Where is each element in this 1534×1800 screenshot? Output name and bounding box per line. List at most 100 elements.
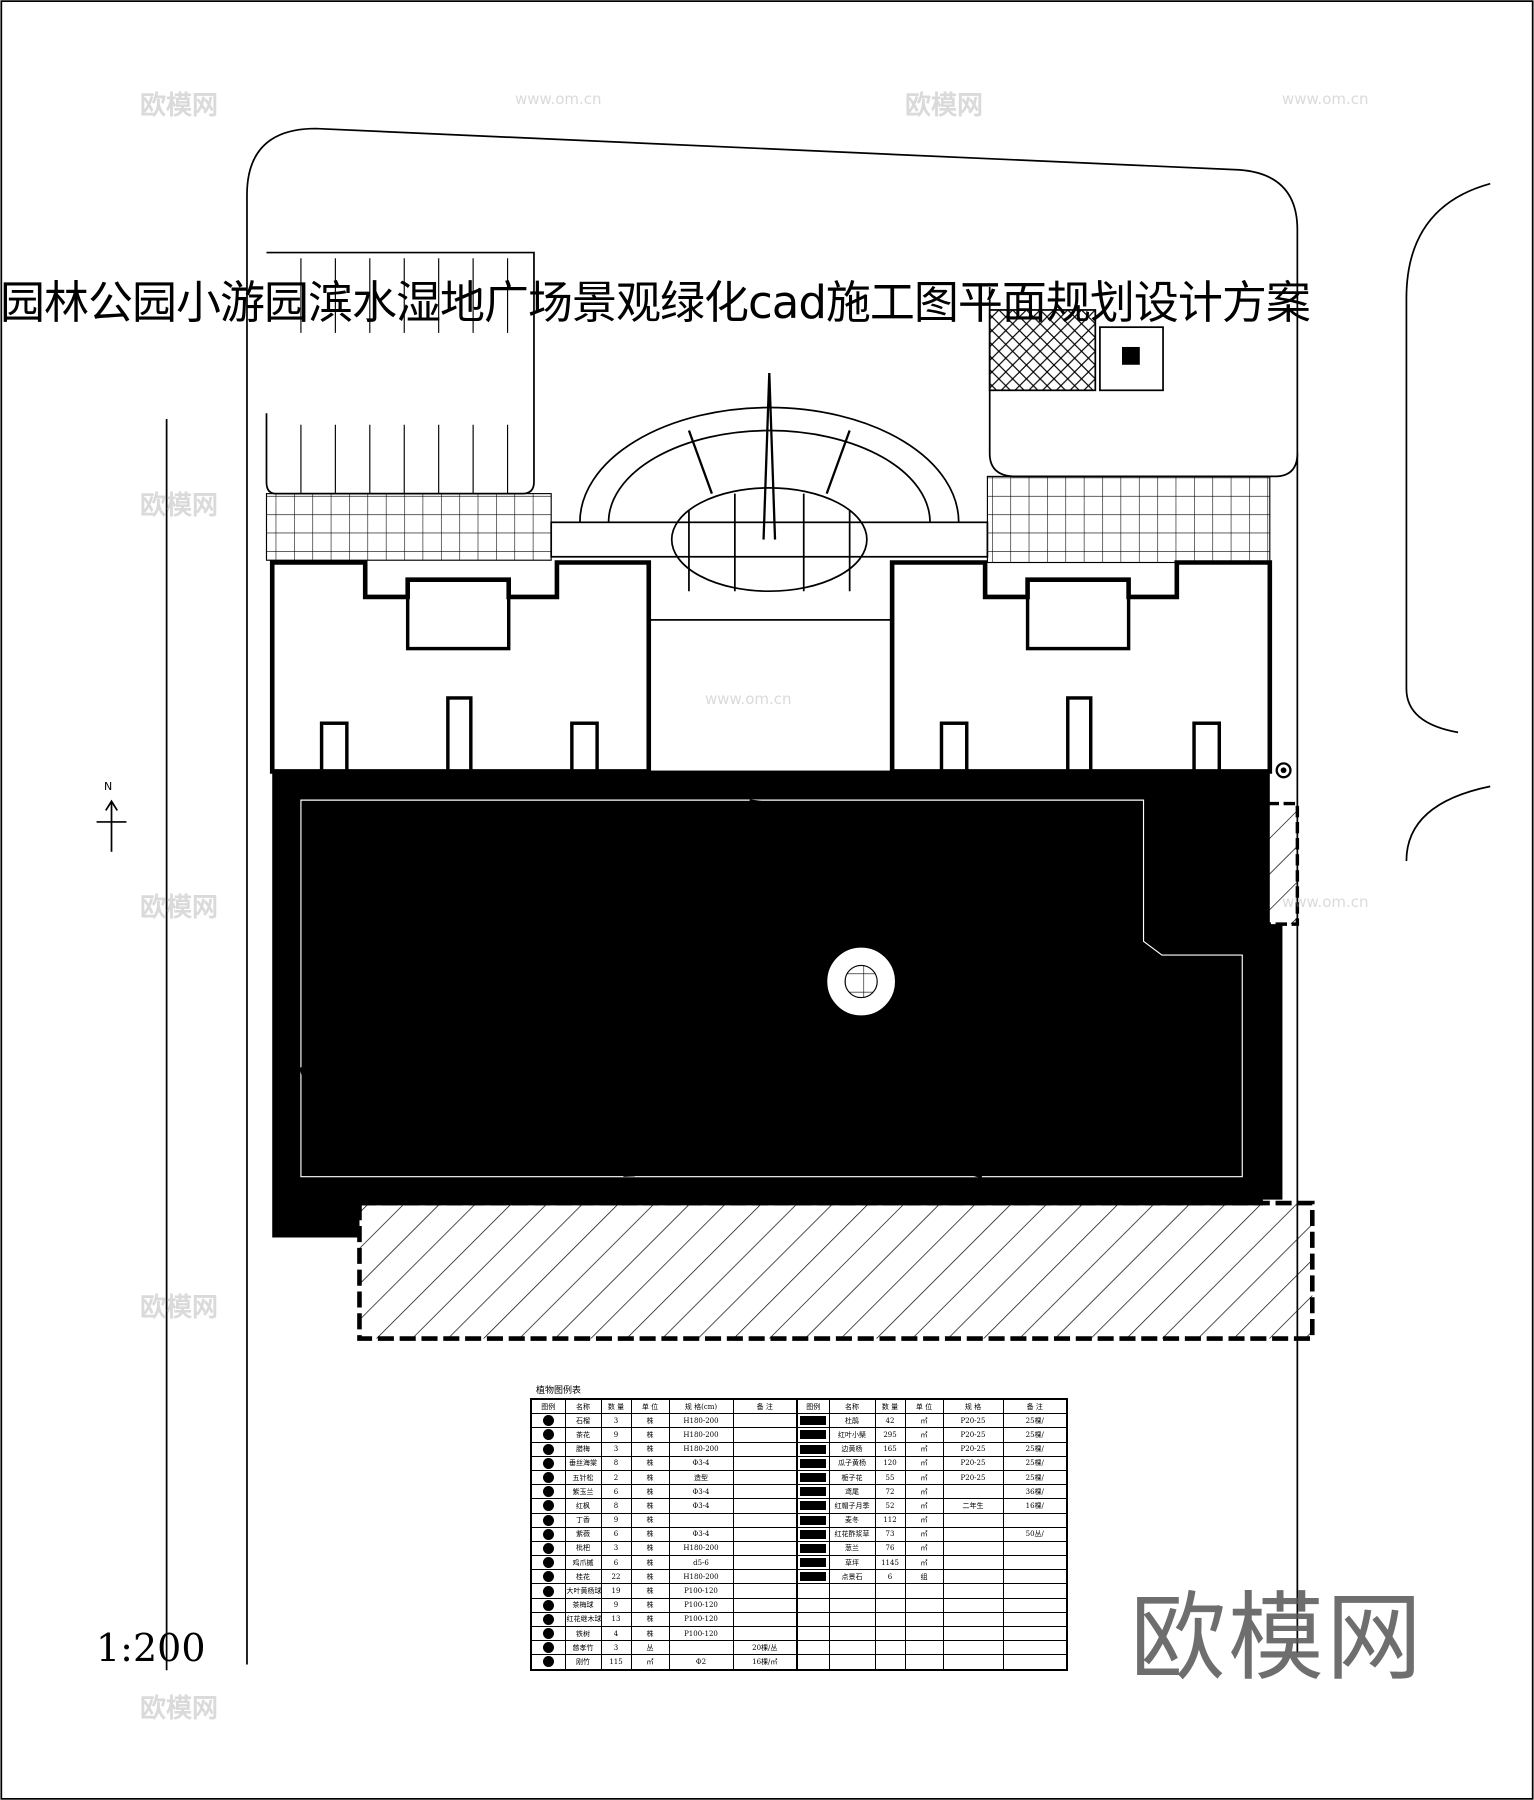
legend-qty-cell: 6 bbox=[600, 1484, 632, 1500]
watermark-url: www.om.cn bbox=[515, 90, 602, 108]
legend-unit-cell: 组 bbox=[904, 1569, 944, 1585]
legend-note-cell bbox=[732, 1413, 798, 1429]
paving-right bbox=[986, 475, 1271, 564]
legend-qty-cell bbox=[874, 1625, 906, 1642]
legend-name-cell: 麦冬 bbox=[828, 1512, 876, 1528]
legend-spec-cell: P20-25 bbox=[942, 1427, 1004, 1443]
plant-symbol-icon bbox=[542, 1585, 554, 1597]
legend-name-cell bbox=[828, 1597, 876, 1613]
legend-name-cell: 茶花 bbox=[564, 1427, 602, 1443]
legend-name-cell: 紫玉兰 bbox=[564, 1484, 602, 1500]
legend-qty-cell: 115 bbox=[600, 1654, 632, 1671]
legend-symbol-cell bbox=[796, 1484, 830, 1500]
legend-unit-cell: 株 bbox=[630, 1441, 670, 1457]
legend-note-cell bbox=[732, 1484, 798, 1500]
legend-qty-cell bbox=[874, 1583, 906, 1599]
legend-name-cell: 鸢尾 bbox=[828, 1484, 876, 1500]
legend-name-cell: 慈孝竹 bbox=[564, 1640, 602, 1656]
legend-spec-cell: P20-25 bbox=[942, 1469, 1004, 1486]
plant-symbol-icon bbox=[542, 1443, 554, 1455]
legend-qty-cell: 6 bbox=[600, 1555, 632, 1571]
legend-header-cell: 备 注 bbox=[732, 1398, 798, 1415]
legend-header-cell: 备 注 bbox=[1002, 1398, 1068, 1415]
groundcover-swatch-icon bbox=[800, 1572, 827, 1582]
legend-qty-cell: 19 bbox=[600, 1583, 632, 1599]
legend-qty-cell bbox=[874, 1654, 906, 1671]
legend-qty-cell: 3 bbox=[600, 1540, 632, 1557]
legend-header-cell: 图例 bbox=[530, 1398, 566, 1415]
legend-symbol-cell bbox=[796, 1569, 830, 1585]
legend-qty-cell: 76 bbox=[874, 1540, 906, 1557]
legend-symbol-cell bbox=[530, 1455, 566, 1471]
legend-qty-cell: 42 bbox=[874, 1413, 906, 1429]
legend-unit-cell: 株 bbox=[630, 1555, 670, 1571]
legend-spec-cell: P100-120 bbox=[668, 1625, 734, 1642]
legend-note-cell bbox=[732, 1583, 798, 1599]
legend-name-cell: 刚竹 bbox=[564, 1654, 602, 1671]
watermark-logo-large: 欧模网 bbox=[1130, 1582, 1424, 1694]
legend-name-cell: 紫薇 bbox=[564, 1526, 602, 1542]
legend-unit-cell: ㎡ bbox=[904, 1469, 944, 1486]
legend-spec-cell: P100-120 bbox=[668, 1583, 734, 1599]
legend-unit-cell: ㎡ bbox=[904, 1427, 944, 1443]
groundcover-swatch-icon bbox=[800, 1444, 827, 1454]
legend-note-cell bbox=[1002, 1555, 1068, 1571]
legend-header-cell: 图例 bbox=[796, 1398, 830, 1415]
legend-spec-cell bbox=[942, 1512, 1004, 1528]
watermark-url: www.om.cn bbox=[1282, 893, 1369, 911]
plant-symbol-icon bbox=[542, 1571, 554, 1583]
legend-unit-cell: ㎡ bbox=[904, 1498, 944, 1514]
legend-caption: 植物图例表 bbox=[536, 1386, 582, 1396]
legend-qty-cell: 4 bbox=[600, 1625, 632, 1642]
legend-spec-cell bbox=[942, 1654, 1004, 1671]
legend-qty-cell: 55 bbox=[874, 1469, 906, 1486]
groundcover-swatch-icon bbox=[800, 1416, 827, 1426]
legend-name-cell: 桂花 bbox=[564, 1569, 602, 1585]
buildings bbox=[269, 560, 1273, 774]
legend-spec-cell bbox=[942, 1540, 1004, 1557]
legend-note-cell: 16棵/ bbox=[1002, 1498, 1068, 1514]
legend-qty-cell: 73 bbox=[874, 1526, 906, 1542]
legend-spec-cell bbox=[942, 1640, 1004, 1656]
legend-header-cell: 数 量 bbox=[600, 1398, 632, 1415]
legend-note-cell bbox=[732, 1455, 798, 1471]
legend-unit-cell: 株 bbox=[630, 1512, 670, 1528]
legend-symbol-cell bbox=[796, 1654, 830, 1671]
legend-symbol-cell bbox=[796, 1526, 830, 1542]
legend-qty-cell bbox=[874, 1640, 906, 1656]
legend-note-cell: 16棵/㎡ bbox=[732, 1654, 798, 1671]
legend-name-cell: 边黄杨 bbox=[828, 1441, 876, 1457]
groundcover-swatch-icon bbox=[800, 1529, 827, 1539]
legend-note-cell bbox=[1002, 1625, 1068, 1642]
legend-spec-cell bbox=[942, 1611, 1004, 1628]
legend-qty-cell: 3 bbox=[600, 1640, 632, 1656]
plant-symbol-icon bbox=[542, 1472, 554, 1484]
groundcover-swatch-icon bbox=[800, 1501, 827, 1511]
legend-symbol-cell bbox=[530, 1654, 566, 1671]
legend-name-cell: 红花继木球 bbox=[564, 1611, 602, 1628]
legend-unit-cell: 株 bbox=[630, 1597, 670, 1613]
legend-name-cell: 杜鹃 bbox=[828, 1413, 876, 1429]
legend-name-cell bbox=[828, 1625, 876, 1642]
legend-note-cell bbox=[1002, 1569, 1068, 1585]
legend-unit-cell bbox=[904, 1583, 944, 1599]
watermark-logo: 欧模网 bbox=[140, 1293, 219, 1323]
legend-spec-cell: Φ3-4 bbox=[668, 1484, 734, 1500]
legend-note-cell: 25棵/ bbox=[1002, 1455, 1068, 1471]
groundcover-swatch-icon bbox=[800, 1558, 827, 1568]
legend-spec-cell: H180-200 bbox=[668, 1441, 734, 1457]
legend-symbol-cell bbox=[530, 1555, 566, 1571]
legend-name-cell: 葱兰 bbox=[828, 1540, 876, 1557]
legend-spec-cell bbox=[942, 1555, 1004, 1571]
legend-note-cell bbox=[732, 1469, 798, 1486]
legend-name-cell: 大叶黄杨球 bbox=[564, 1583, 602, 1599]
legend-symbol-cell bbox=[530, 1484, 566, 1500]
legend-qty-cell: 8 bbox=[600, 1498, 632, 1514]
legend-qty-cell: 72 bbox=[874, 1484, 906, 1500]
legend-name-cell: 鸡爪槭 bbox=[564, 1555, 602, 1571]
watermark-url: www.om.cn bbox=[1282, 90, 1369, 108]
